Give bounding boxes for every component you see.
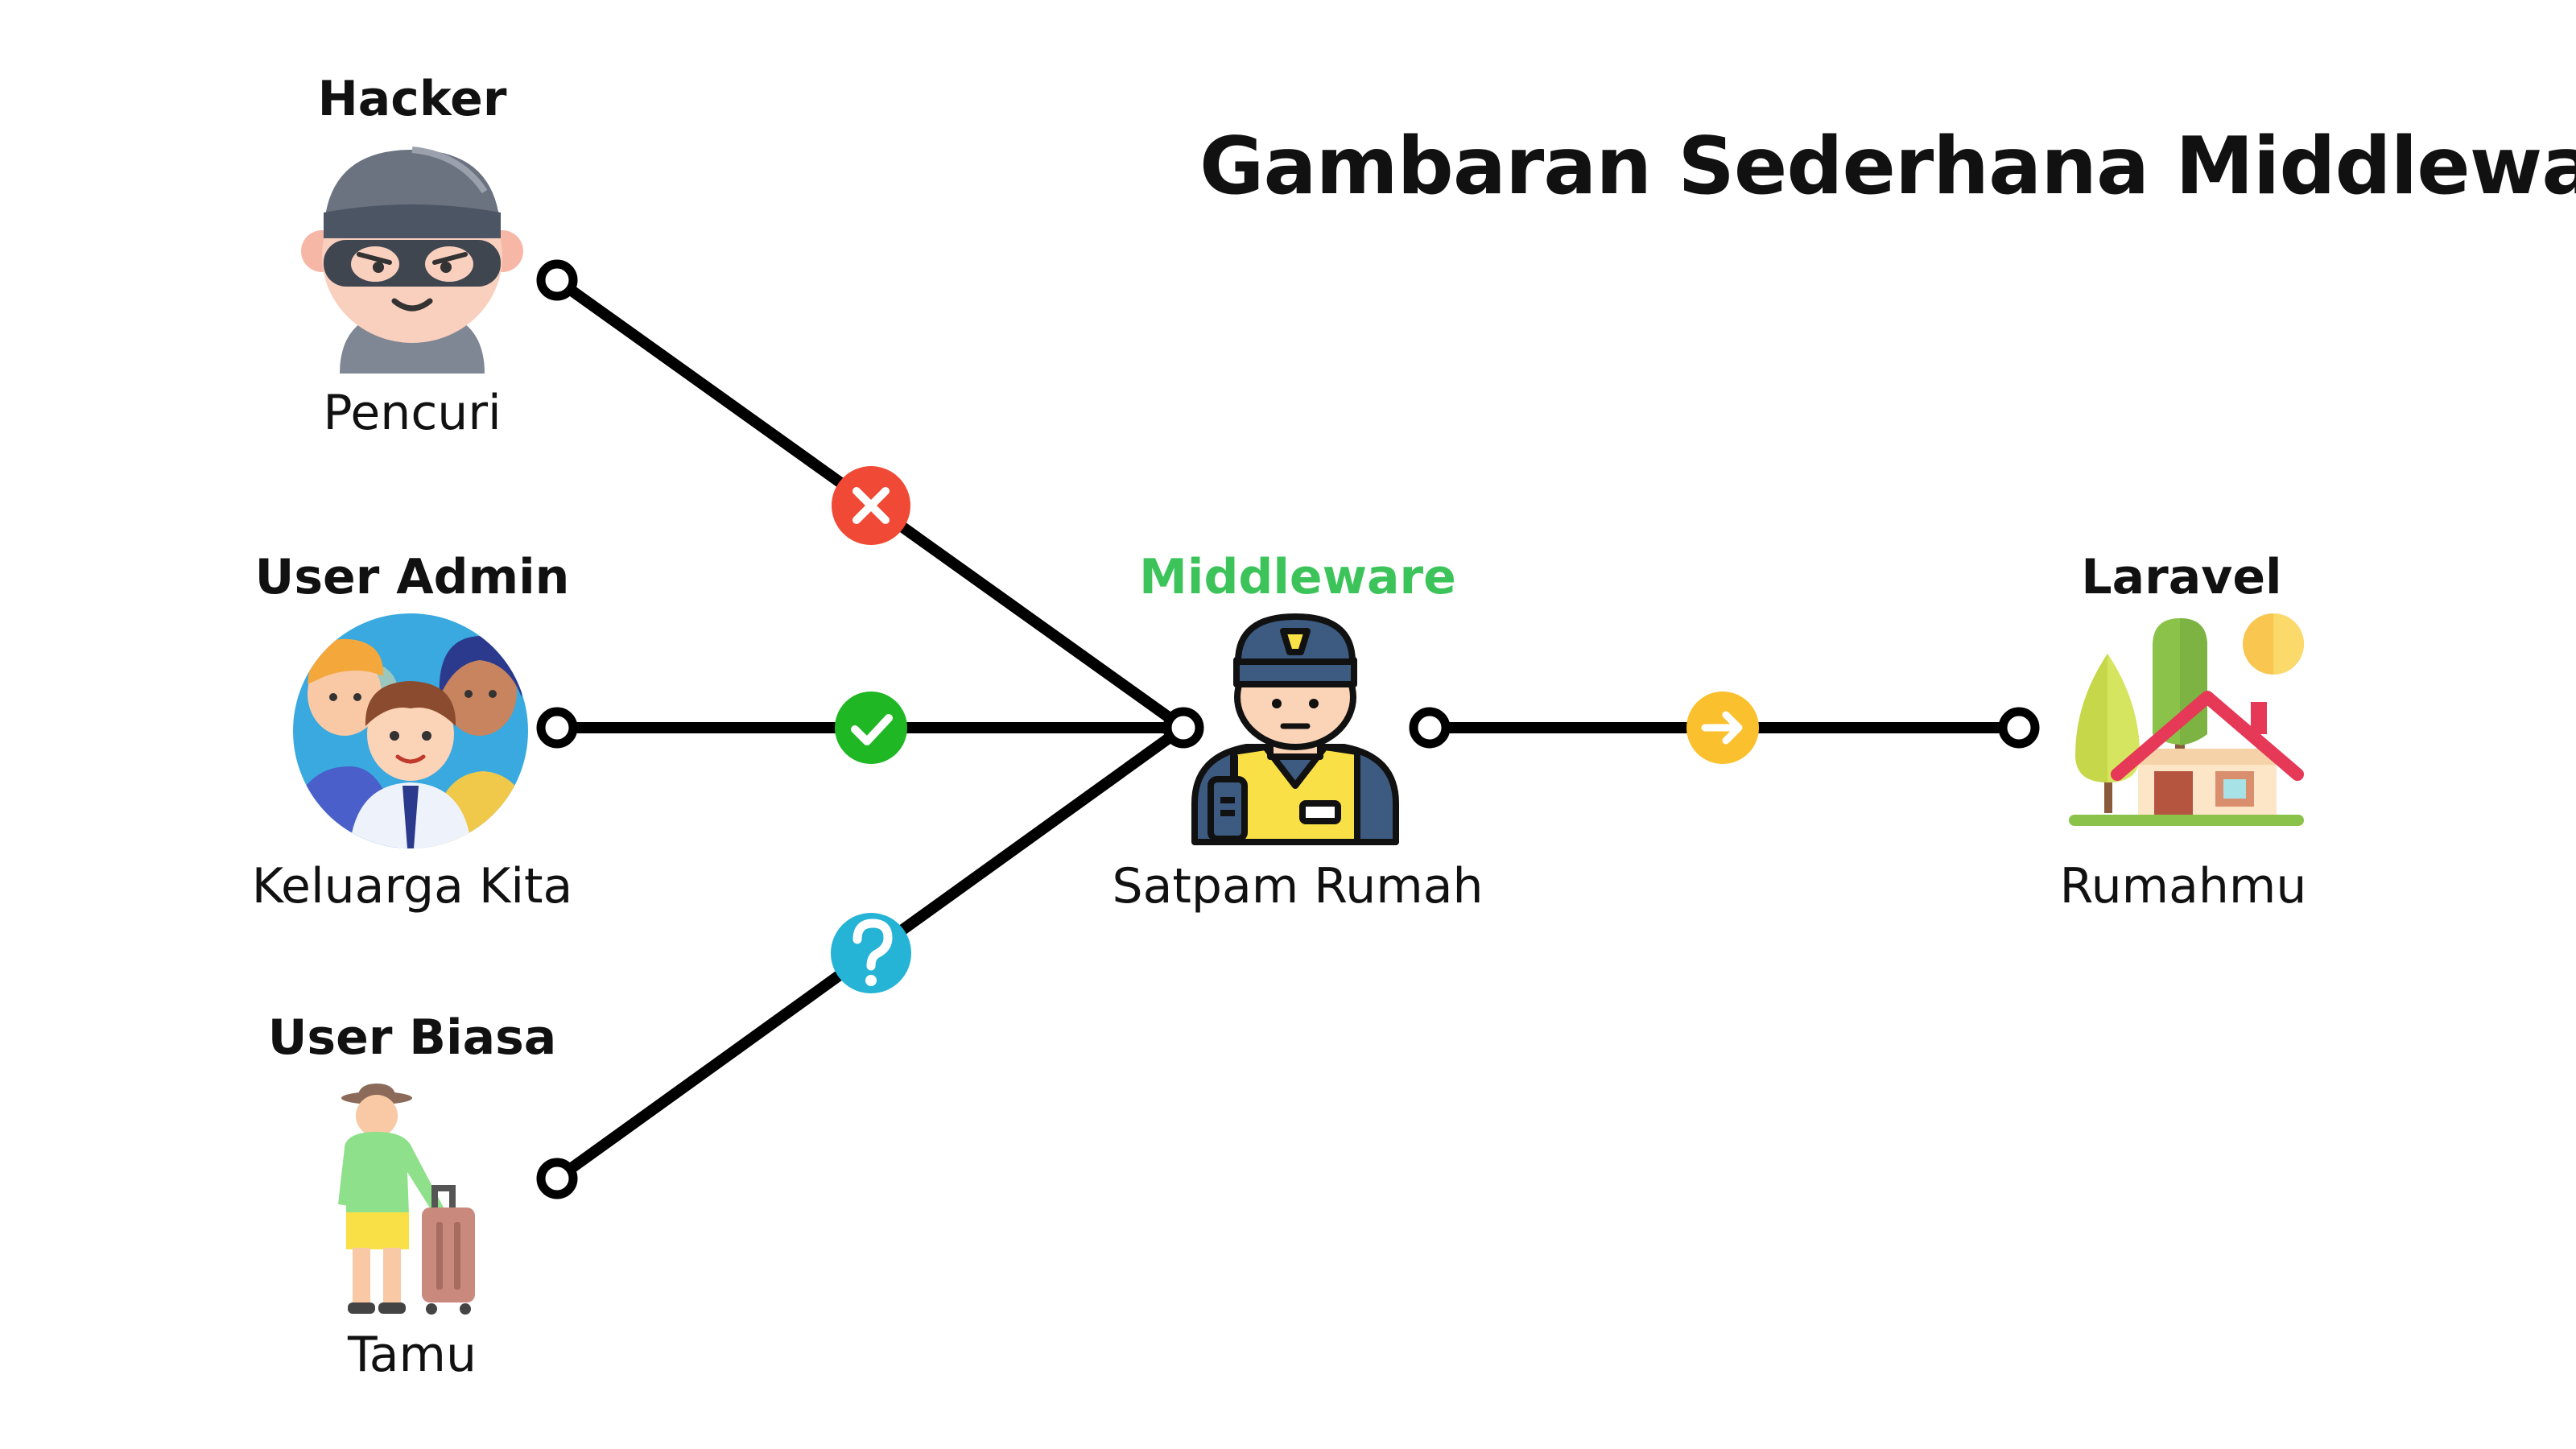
house-icon (2069, 613, 2304, 826)
arrow-right-icon (1686, 691, 1759, 764)
traveler-icon (338, 1084, 475, 1315)
node-port-hacker (536, 259, 578, 301)
question-icon (831, 913, 911, 993)
diagram-title: Gambaran Sederhana Middleware (1199, 121, 2576, 213)
cross-icon (832, 466, 910, 545)
caption-laravel: Rumahmu (2059, 858, 2307, 914)
node-port-middleware-out (1409, 707, 1451, 749)
node-port-middleware-in (1162, 707, 1204, 749)
caption-admin: Keluarga Kita (251, 858, 573, 914)
role-label-guest: User Biasa (267, 1009, 557, 1066)
check-icon (835, 691, 907, 764)
role-label-laravel: Laravel (2081, 549, 2282, 605)
security-guard-icon (1191, 613, 1399, 845)
thief-icon (301, 147, 523, 374)
node-port-laravel (1998, 707, 2040, 749)
role-label-hacker: Hacker (317, 71, 507, 127)
role-label-middleware: Middleware (1139, 549, 1456, 605)
caption-hacker: Pencuri (323, 385, 502, 441)
family-group-icon (293, 613, 528, 848)
node-port-guest (536, 1158, 578, 1199)
node-port-admin (536, 707, 578, 749)
role-label-admin: User Admin (254, 549, 570, 605)
caption-middleware: Satpam Rumah (1112, 858, 1484, 914)
caption-guest: Tamu (348, 1327, 477, 1383)
